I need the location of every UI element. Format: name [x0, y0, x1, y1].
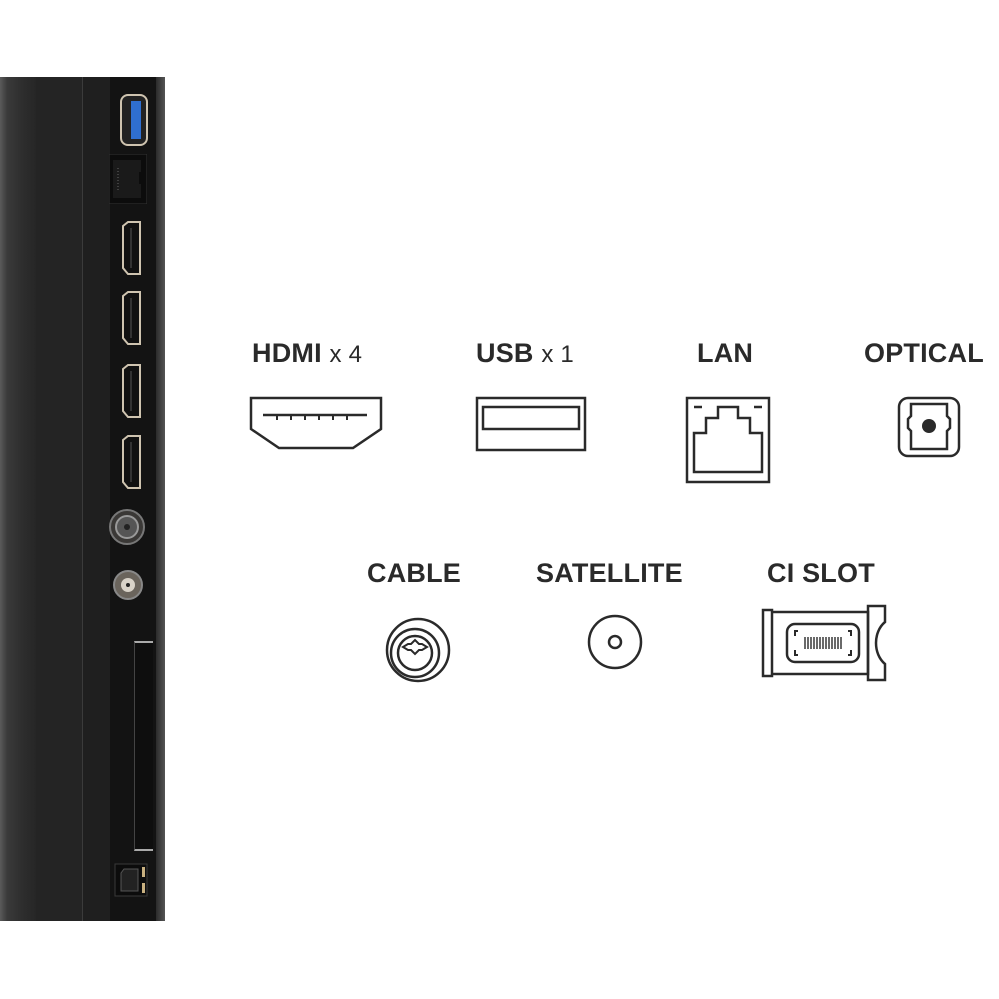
lan-icon — [685, 396, 771, 484]
panel-usb-port — [120, 94, 148, 146]
tv-side-panel — [0, 77, 165, 921]
panel-hdmi-port-3 — [122, 364, 141, 418]
lan-label: LAN — [697, 338, 754, 368]
panel-satellite-port — [113, 570, 143, 600]
cable-label: CABLE — [367, 558, 461, 588]
panel-hdmi-port-4 — [122, 435, 141, 489]
usb-name: USB — [476, 338, 534, 368]
hdmi-label: HDMI x 4 — [252, 338, 362, 369]
panel-rim — [156, 77, 165, 921]
panel-lan-port — [109, 154, 147, 204]
usb-count: x 1 — [541, 341, 574, 368]
optical-icon — [897, 396, 961, 458]
ci-slot-icon — [761, 604, 887, 682]
panel-edge — [0, 77, 36, 921]
satellite-label: SATELLITE — [536, 558, 683, 588]
panel-hdmi-port-2 — [122, 291, 141, 345]
panel-hdmi-port-1 — [122, 221, 141, 275]
usb-icon — [475, 396, 587, 452]
panel-ci-slot — [134, 641, 153, 851]
satellite-icon — [587, 614, 643, 670]
hdmi-count: x 4 — [329, 341, 363, 368]
panel-optical-port — [114, 863, 148, 897]
hdmi-name: HDMI — [252, 338, 322, 368]
panel-cable-port — [109, 509, 145, 545]
panel-body-inner — [83, 77, 110, 921]
hdmi-icon — [249, 396, 383, 450]
cable-icon — [385, 617, 451, 683]
panel-body — [36, 77, 83, 921]
ci-slot-label: CI SLOT — [767, 558, 875, 588]
optical-label: OPTICAL — [864, 338, 984, 368]
usb-label: USB x 1 — [476, 338, 574, 369]
